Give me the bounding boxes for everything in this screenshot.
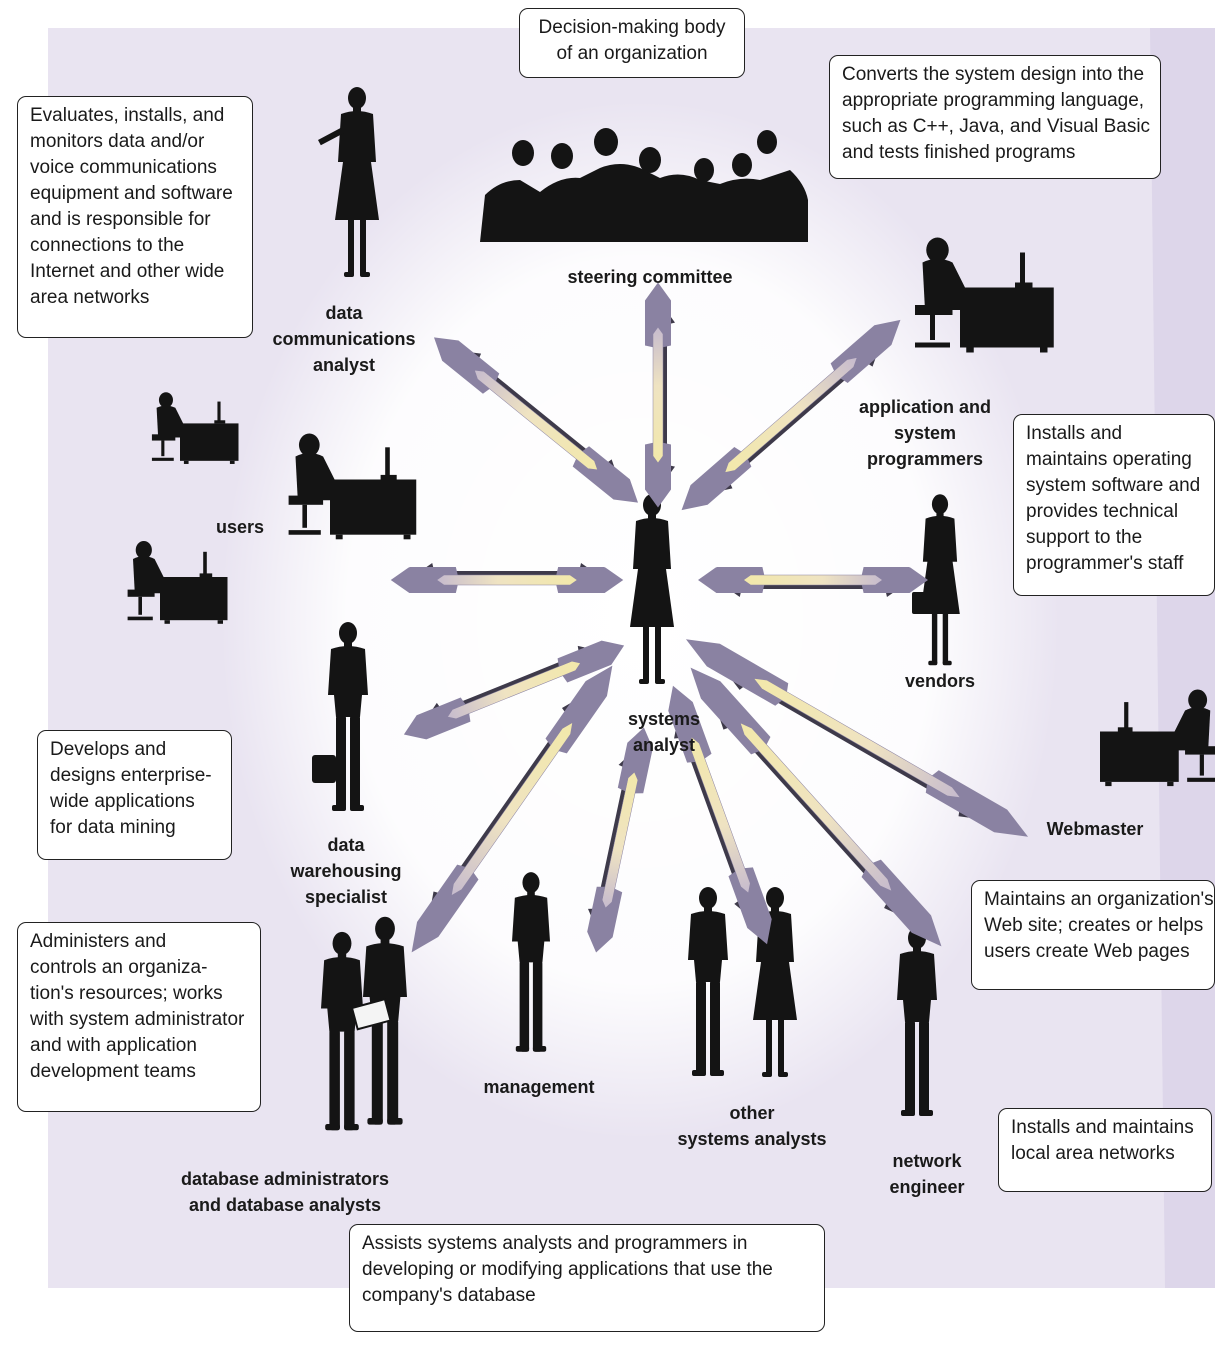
- text-line: communications: [272, 329, 416, 349]
- description-data-warehousing: Develops and designs enterprise-wide appl…: [37, 730, 232, 860]
- text-line: data: [327, 835, 365, 855]
- text-line: system software and: [1026, 475, 1201, 496]
- text-line: voice communications: [30, 157, 217, 178]
- label-database-administrators: database administrators and database anal…: [170, 1166, 400, 1218]
- text-line: users: [215, 517, 265, 537]
- text-line: warehousing: [290, 861, 402, 881]
- text-line: Assists systems analysts and programmers…: [362, 1233, 748, 1254]
- description-database-administrators: Administers and controls an organiza-tion…: [17, 922, 261, 1112]
- description-steering-committee: Decision-making body of an organization: [519, 8, 745, 78]
- text-line: local area networks: [1011, 1143, 1175, 1164]
- text-line: controls an organiza-: [30, 957, 208, 978]
- label-steering-committee: steering committee: [540, 264, 760, 290]
- text-line: Web site; creates or helps: [984, 915, 1204, 936]
- label-management: management: [470, 1074, 608, 1100]
- text-line: systems: [627, 709, 701, 729]
- text-line: Installs and maintains: [1011, 1117, 1194, 1138]
- text-line: analyst: [632, 735, 696, 755]
- text-line: system: [893, 423, 957, 443]
- text-line: wide applications: [50, 791, 195, 812]
- text-line: data: [325, 303, 363, 323]
- text-line: provides technical: [1026, 501, 1179, 522]
- text-line: appropriate programming language,: [842, 90, 1145, 111]
- text-line: management: [483, 1077, 595, 1097]
- text-line: development teams: [30, 1061, 196, 1082]
- description-data-communications: Evaluates, installs, and monitors data an…: [17, 96, 253, 338]
- text-line: and database analysts: [188, 1195, 382, 1215]
- text-line: Internet and other wide: [30, 261, 225, 282]
- text-line: company's database: [362, 1285, 536, 1306]
- description-system-programmers: Installs and maintains operating system so…: [1013, 414, 1215, 596]
- label-webmaster: Webmaster: [1030, 816, 1160, 842]
- text-line: developing or modifying applications tha…: [362, 1259, 773, 1280]
- text-line: engineer: [889, 1177, 965, 1197]
- text-line: specialist: [304, 887, 388, 907]
- label-network-engineer: network engineer: [875, 1148, 979, 1200]
- text-line: Webmaster: [1046, 819, 1144, 839]
- label-users: users: [200, 514, 280, 540]
- text-line: steering committee: [567, 267, 733, 287]
- label-application-system-programmers: application and system programmers: [838, 394, 1012, 472]
- text-line: for data mining: [50, 817, 176, 838]
- label-data-communications-analyst: data communications analyst: [258, 300, 430, 378]
- text-line: equipment and software: [30, 183, 233, 204]
- text-line: with system administrator: [30, 1009, 245, 1030]
- text-line: other: [729, 1103, 775, 1123]
- text-line: vendors: [904, 671, 976, 691]
- text-line: Evaluates, installs, and: [30, 105, 225, 126]
- description-network-engineer: Installs and maintains local area network…: [998, 1108, 1212, 1192]
- text-line: connections to the: [30, 235, 185, 256]
- text-line: users create Web pages: [984, 941, 1190, 962]
- text-line: network: [892, 1151, 962, 1171]
- label-vendors: vendors: [890, 668, 990, 694]
- text-line: programmer's staff: [1026, 553, 1184, 574]
- text-line: analyst: [312, 355, 376, 375]
- label-other-systems-analysts: other systems analysts: [660, 1100, 844, 1152]
- text-line: support to the: [1026, 527, 1143, 548]
- silhouettes: [127, 87, 1215, 1131]
- text-line: tion's resources; works: [30, 983, 223, 1004]
- description-application-programmers: Converts the system design into the appro…: [829, 55, 1161, 179]
- text-line: Decision-making body: [538, 17, 726, 38]
- text-line: systems analysts: [677, 1129, 827, 1149]
- text-line: Converts the system design into the: [842, 64, 1145, 85]
- text-line: and is responsible for: [30, 209, 211, 230]
- label-data-warehousing-specialist: data warehousing specialist: [280, 832, 412, 910]
- text-line: programmers: [866, 449, 984, 469]
- text-line: and tests finished programs: [842, 142, 1076, 163]
- text-line: area networks: [30, 287, 150, 308]
- text-line: designs enterprise-: [50, 765, 212, 786]
- text-line: maintains operating: [1026, 449, 1192, 470]
- text-line: and with application: [30, 1035, 197, 1056]
- text-line: of an organization: [556, 43, 708, 64]
- text-line: Installs and: [1026, 423, 1123, 444]
- text-line: such as C++, Java, and Visual Basic: [842, 116, 1151, 137]
- text-line: Administers and: [30, 931, 167, 952]
- text-line: Develops and: [50, 739, 167, 760]
- text-line: application and: [858, 397, 991, 417]
- text-line: Maintains an organization's: [984, 889, 1214, 910]
- label-systems-analyst: systems analyst: [604, 706, 724, 758]
- text-line: database administrators: [180, 1169, 390, 1189]
- description-database-analysts: Assists systems analysts and programmers…: [349, 1224, 825, 1332]
- text-line: monitors data and/or: [30, 131, 205, 152]
- steering-committee-figures: [480, 128, 808, 242]
